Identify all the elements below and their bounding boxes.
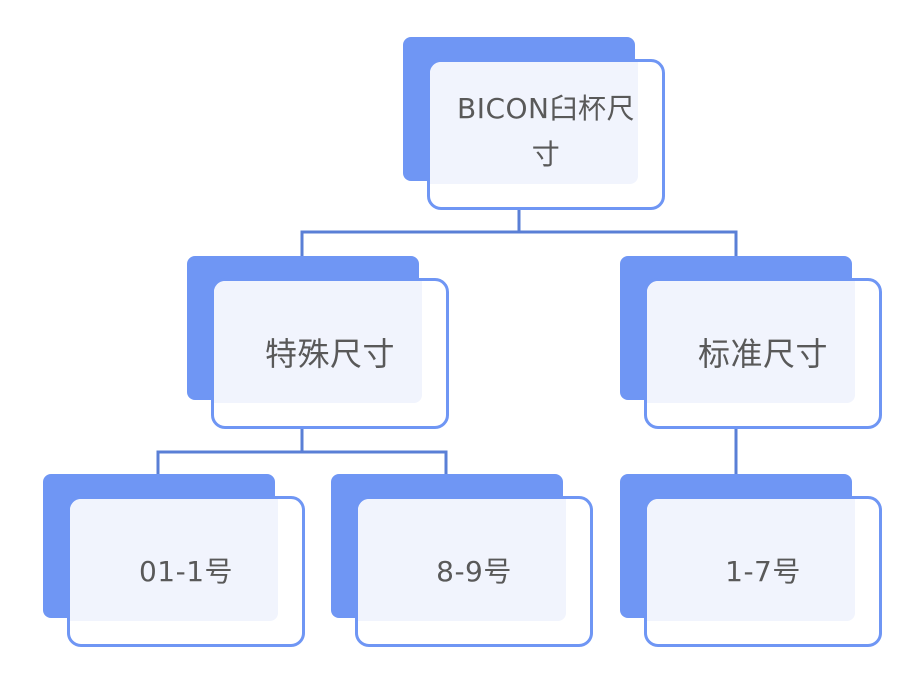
node-special: 特殊尺寸: [187, 256, 449, 429]
node-standard-inner: [647, 281, 855, 403]
node-special-front: [211, 278, 449, 429]
node-standard-label: 标准尺寸: [697, 334, 828, 373]
node-leaf-8-9: 8-9号: [331, 474, 593, 647]
node-standard: 标准尺寸: [620, 256, 882, 429]
node-leaf-1-7: 1-7号: [620, 474, 882, 647]
node-leaf-8-9-inner: [358, 499, 566, 621]
node-root-inner: [430, 62, 638, 184]
node-leaf-1-7-front: [644, 496, 882, 647]
node-special-inner: [214, 281, 422, 403]
node-root-label: BICON臼杯尺寸: [456, 92, 635, 171]
node-standard-front: [644, 278, 882, 429]
node-root: BICON臼杯尺寸: [403, 37, 665, 210]
node-leaf-1-7-inner: [647, 499, 855, 621]
node-leaf-8-9-front: [355, 496, 593, 647]
node-special-label: 特殊尺寸: [264, 334, 395, 373]
node-leaf-1-7-label: 1-7号: [725, 554, 801, 588]
node-leaf-01-1-front: [67, 496, 305, 647]
node-leaf-01-1-label: 01-1号: [138, 554, 234, 588]
node-leaf-01-1-inner: [70, 499, 278, 621]
node-leaf-8-9-label: 8-9号: [436, 554, 512, 588]
node-leaf-01-1: 01-1号: [43, 474, 305, 647]
node-root-front: [427, 59, 665, 210]
